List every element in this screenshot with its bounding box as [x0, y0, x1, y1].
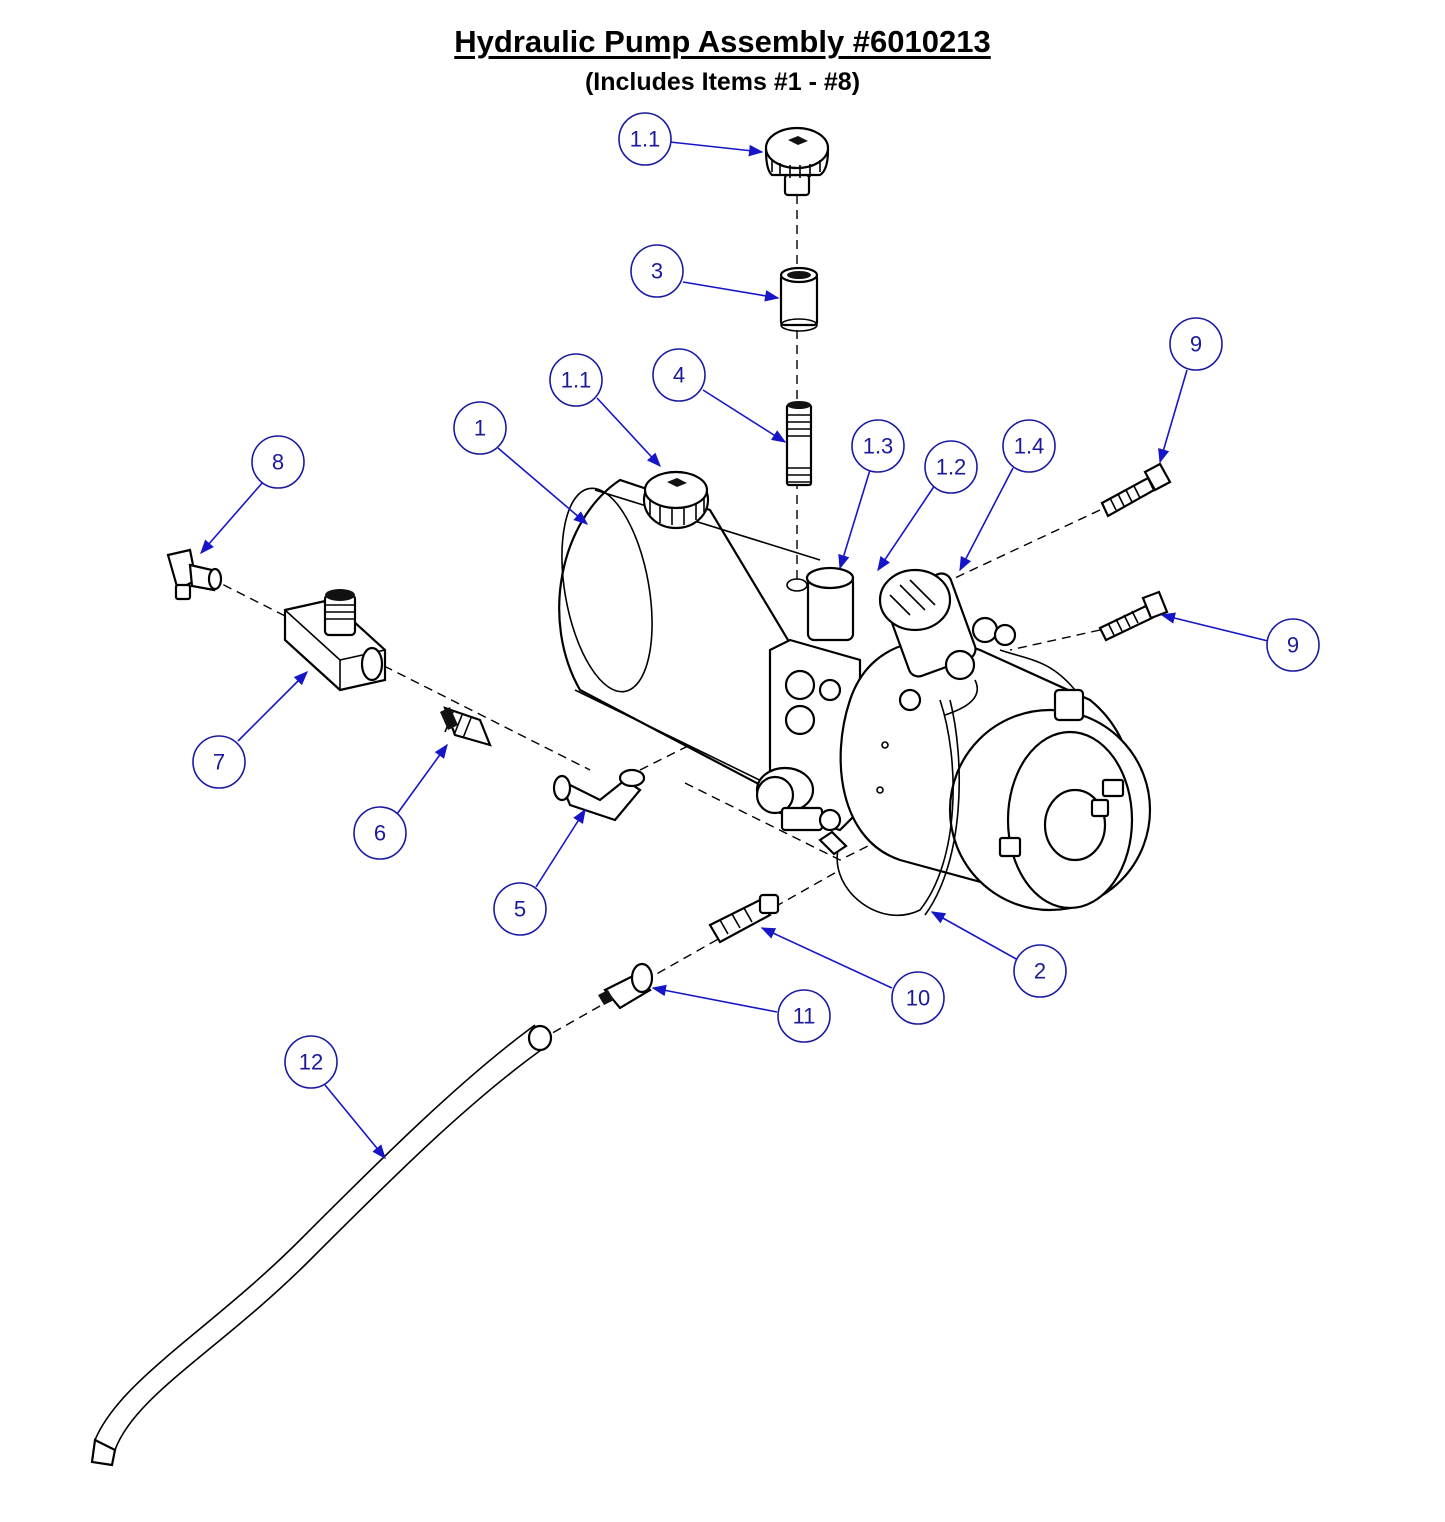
callout-label: 1.4: [1014, 434, 1045, 459]
ninety-degree-elbow-part: [552, 768, 646, 822]
callout-leaders: [200, 141, 1269, 1160]
coupling-part: [779, 266, 819, 332]
callout-6: 6: [353, 806, 407, 860]
callout-4: 4: [652, 348, 706, 402]
callout-1-1-top: 1.1: [618, 112, 672, 166]
callout-8: 8: [251, 435, 305, 489]
callout-label: 1.3: [863, 434, 894, 459]
electric-motor-part: [818, 568, 1152, 916]
diagram-subtitle: (Includes Items #1 - #8): [584, 68, 861, 96]
callout-9-top: 9: [1169, 317, 1223, 371]
callout-label: 6: [374, 821, 386, 846]
callout-10: 10: [891, 971, 945, 1025]
callout-1: 1: [453, 401, 507, 455]
callout-3: 3: [630, 244, 684, 298]
callout-label: 5: [514, 897, 526, 922]
callout-label: 11: [793, 1004, 816, 1029]
callout-label: 8: [272, 450, 284, 475]
callout-label: 7: [213, 750, 225, 775]
callout-1-1: 1.1: [549, 353, 603, 407]
callout-5: 5: [493, 882, 547, 936]
callout-1-4: 1.4: [1002, 419, 1056, 473]
flow-control-valve-part: [283, 589, 387, 692]
mounting-bolt-lower-part: [1098, 590, 1169, 642]
callout-7: 7: [192, 735, 246, 789]
suction-filter-part: [708, 893, 780, 944]
callout-label: 12: [299, 1050, 323, 1075]
callout-label: 9: [1287, 633, 1299, 658]
callout-bubbles: 1.1 3 4 1.1 1 1.3 1.2 1.4 9 9 8 7 6 5 2 …: [192, 112, 1320, 1089]
callout-12: 12: [284, 1035, 338, 1089]
callout-2: 2: [1013, 944, 1067, 998]
elbow-fitting-part: [166, 548, 223, 601]
callout-label: 1.1: [630, 127, 661, 152]
reservoir-tank-part: [558, 470, 821, 792]
manifold-block-part: [755, 566, 862, 832]
callout-label: 9: [1190, 332, 1202, 357]
callout-label: 2: [1034, 959, 1046, 984]
adapter-fitting-part: [440, 706, 492, 747]
callout-9: 9: [1266, 618, 1320, 672]
callout-label: 1.1: [561, 368, 592, 393]
hose-barb-fitting-part: [598, 962, 654, 1010]
callout-label: 3: [651, 259, 663, 284]
nipple-part: [785, 401, 813, 487]
filler-cap-part: [764, 126, 830, 197]
mounting-bolt-upper-part: [1100, 462, 1172, 518]
callout-label: 1.2: [936, 455, 967, 480]
suction-hose-part: [90, 1024, 553, 1467]
callout-label: 1: [474, 416, 486, 441]
callout-1-2: 1.2: [924, 440, 978, 494]
diagram-title: Hydraulic Pump Assembly #6010213: [454, 24, 991, 59]
callout-label: 4: [673, 363, 685, 388]
callout-11: 11: [777, 989, 831, 1043]
callout-label: 10: [906, 986, 930, 1011]
callout-1-3: 1.3: [851, 419, 905, 473]
